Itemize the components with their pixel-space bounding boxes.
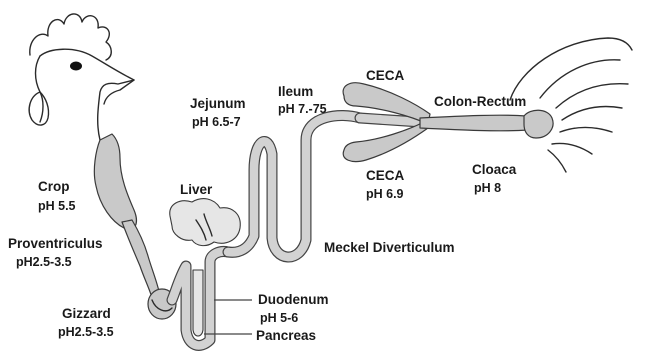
pancreas-label: Pancreas	[256, 328, 316, 343]
rooster-tail-outline	[510, 38, 632, 172]
crop-ph-label: pH 5.5	[38, 199, 76, 213]
rooster-head-outline	[29, 14, 134, 140]
crop	[94, 134, 136, 230]
jejunum-ph-label: pH 6.5-7	[192, 115, 241, 129]
ceca-bottom	[343, 122, 428, 162]
proventriculus	[122, 220, 160, 298]
liver	[170, 199, 240, 246]
eye-icon	[70, 62, 82, 71]
meckel-diverticulum-label: Meckel Diverticulum	[324, 240, 455, 255]
cloaca-label: Cloaca	[472, 162, 517, 177]
proventriculus-label: Proventriculus	[8, 236, 103, 251]
ileum-ph-label: pH 7.-75	[278, 102, 327, 116]
gizzard-ph-label: pH2.5-3.5	[58, 325, 114, 339]
cloaca-ph-label: pH 8	[474, 181, 501, 195]
proventriculus-ph-label: pH2.5-3.5	[16, 255, 72, 269]
liver-label: Liver	[180, 182, 213, 197]
pancreas	[193, 270, 203, 336]
ceca-top-label: CECA	[366, 68, 405, 83]
cloaca	[524, 110, 553, 138]
crop-label: Crop	[38, 179, 70, 194]
colon-rectum	[420, 115, 528, 131]
jejunum-label: Jejunum	[190, 96, 246, 111]
colon-rectum-label: Colon-Rectum	[434, 94, 526, 109]
jejunum	[228, 116, 360, 258]
ileum	[360, 118, 420, 122]
ceca-bottom-ph-label: pH 6.9	[366, 187, 404, 201]
ileum-label: Ileum	[278, 84, 313, 99]
ceca-bottom-label: CECA	[366, 168, 405, 183]
duodenum-ph-label: pH 5-6	[260, 311, 298, 325]
duodenum-label: Duodenum	[258, 292, 329, 307]
gizzard-label: Gizzard	[62, 306, 111, 321]
